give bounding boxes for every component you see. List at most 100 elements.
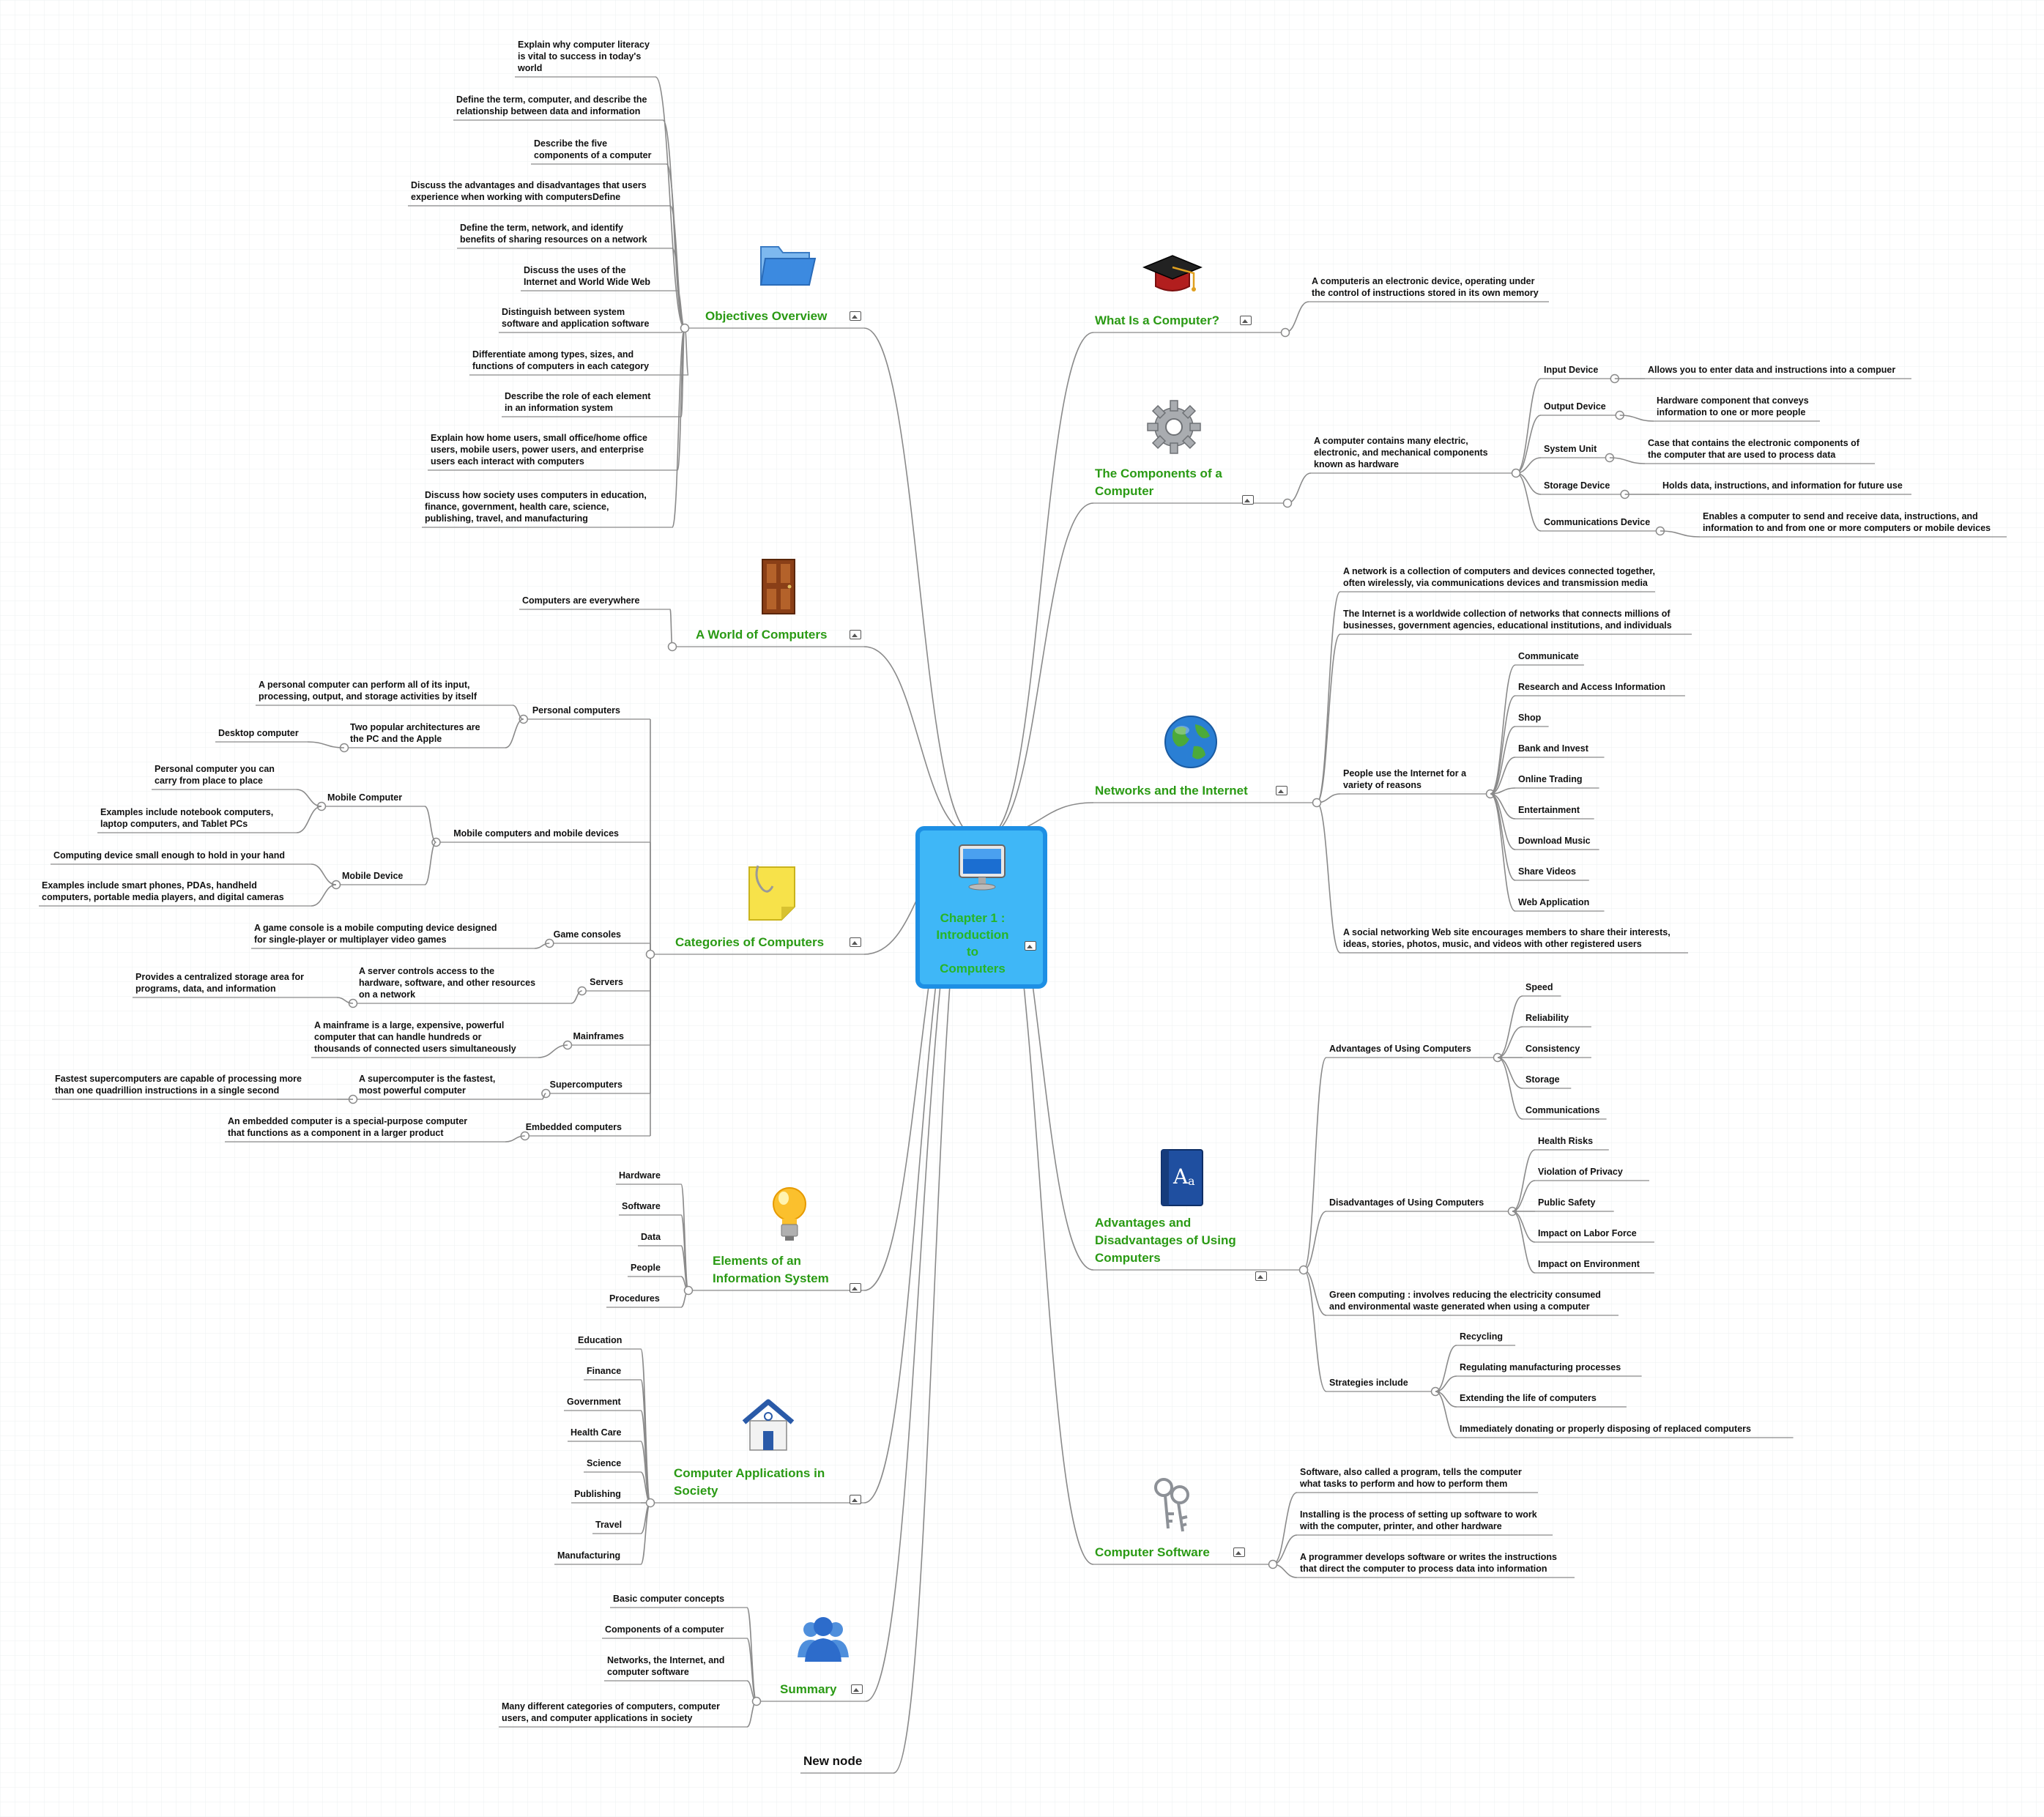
category-detail[interactable]: Mobile Device bbox=[342, 871, 404, 881]
network-item[interactable]: A social networking Web site encourages … bbox=[1343, 927, 1670, 949]
category-detail[interactable]: A personal computer can perform all of i… bbox=[259, 680, 477, 702]
collapse-toggle[interactable] bbox=[1312, 798, 1322, 808]
topic-advantages[interactable]: Advantages and Disadvantages of Using Co… bbox=[1095, 1216, 1236, 1265]
image-attachment-icon[interactable] bbox=[1255, 1271, 1267, 1281]
image-attachment-icon[interactable] bbox=[1233, 1547, 1245, 1557]
branch-leaf[interactable]: Explain why computer literacy is vital t… bbox=[518, 40, 650, 73]
advantage-item[interactable]: Extending the life of computers bbox=[1460, 1393, 1597, 1403]
collapse-toggle[interactable] bbox=[683, 1285, 694, 1296]
advantage-item[interactable]: Storage bbox=[1525, 1074, 1560, 1085]
branch-leaf[interactable]: Many different categories of computers, … bbox=[502, 1701, 720, 1723]
component-description[interactable]: Hardware component that conveys informat… bbox=[1657, 395, 1809, 417]
image-attachment-icon[interactable] bbox=[850, 630, 861, 639]
branch-leaf[interactable]: Components of a computer bbox=[605, 1624, 724, 1635]
branch-leaf[interactable]: Define the term, network, and identify b… bbox=[460, 223, 647, 245]
internet-use[interactable]: Entertainment bbox=[1518, 805, 1580, 815]
internet-use[interactable]: Research and Access Information bbox=[1518, 682, 1665, 692]
category-detail[interactable]: A mainframe is a large, expensive, power… bbox=[314, 1020, 516, 1054]
topic-what[interactable]: What Is a Computer? bbox=[1095, 313, 1220, 327]
advantage-item[interactable]: Impact on Labor Force bbox=[1538, 1228, 1637, 1238]
category-0[interactable]: Personal computers bbox=[532, 705, 620, 716]
branch-leaf[interactable]: Manufacturing bbox=[557, 1550, 621, 1561]
topic-networks[interactable]: Networks and the Internet bbox=[1095, 784, 1248, 798]
advantage-item[interactable]: Consistency bbox=[1525, 1044, 1580, 1054]
internet-use[interactable]: Communicate bbox=[1518, 651, 1579, 661]
branch-leaf[interactable]: Procedures bbox=[609, 1293, 660, 1304]
category-3[interactable]: Servers bbox=[590, 977, 623, 987]
advantage-item[interactable]: Speed bbox=[1525, 982, 1553, 992]
image-attachment-icon[interactable] bbox=[850, 311, 861, 321]
internet-use[interactable]: Online Trading bbox=[1518, 774, 1583, 784]
advantage-item[interactable]: Communications bbox=[1525, 1105, 1600, 1115]
advantage-item[interactable]: Impact on Environment bbox=[1538, 1259, 1640, 1269]
branch-leaf[interactable]: Discuss the advantages and disadvantages… bbox=[411, 180, 647, 202]
category-detail[interactable]: An embedded computer is a special‐purpos… bbox=[228, 1116, 468, 1138]
collapse-toggle[interactable] bbox=[1511, 468, 1521, 478]
advantage-item[interactable]: Immediately donating or properly disposi… bbox=[1460, 1424, 1751, 1434]
branch-leaf[interactable]: Basic computer concepts bbox=[613, 1594, 725, 1604]
network-item[interactable]: The Internet is a worldwide collection o… bbox=[1343, 609, 1672, 631]
advantage-item[interactable]: Health Risks bbox=[1538, 1136, 1594, 1146]
internet-use[interactable]: Bank and Invest bbox=[1518, 743, 1588, 754]
category-detail[interactable]: Mobile Computer bbox=[327, 792, 403, 803]
component-description[interactable]: Case that contains the electronic compon… bbox=[1648, 438, 1859, 460]
category-leaf[interactable]: Provides a centralized storage area for … bbox=[135, 972, 304, 994]
branch-leaf[interactable]: Finance bbox=[587, 1366, 622, 1376]
category-6[interactable]: Embedded computers bbox=[525, 1122, 622, 1132]
internet-use[interactable]: Download Music bbox=[1518, 836, 1591, 846]
image-attachment-icon[interactable] bbox=[850, 1495, 861, 1504]
category-1[interactable]: Mobile computers and mobile devices bbox=[453, 828, 619, 839]
branch-leaf[interactable]: Discuss how society uses computers in ed… bbox=[425, 490, 647, 524]
image-attachment-icon[interactable] bbox=[1242, 495, 1254, 505]
branch-leaf[interactable]: Software bbox=[622, 1201, 661, 1211]
image-attachment-icon[interactable] bbox=[850, 937, 861, 947]
collapse-toggle[interactable] bbox=[1268, 1559, 1278, 1569]
component-description[interactable]: Allows you to enter data and instruction… bbox=[1648, 365, 1896, 375]
collapse-toggle[interactable] bbox=[645, 949, 655, 959]
branch-leaf[interactable]: Installing is the process of setting up … bbox=[1300, 1509, 1537, 1531]
branch-leaf[interactable]: Networks, the Internet, and computer sof… bbox=[607, 1655, 725, 1677]
branch-leaf[interactable]: Science bbox=[587, 1458, 622, 1468]
topic-categories[interactable]: Categories of Computers bbox=[675, 935, 825, 949]
topic-objectives[interactable]: Objectives Overview bbox=[705, 309, 828, 323]
central-topic[interactable]: Chapter 1 : Introduction to Computers bbox=[915, 826, 1047, 989]
topic-components[interactable]: The Components of a Computer bbox=[1095, 467, 1222, 498]
topic-newnode[interactable]: New node bbox=[803, 1754, 863, 1768]
image-attachment-icon[interactable] bbox=[1025, 941, 1036, 951]
branch-leaf[interactable]: A computeris an electronic device, opera… bbox=[1312, 276, 1539, 298]
advantage-item[interactable]: Public Safety bbox=[1538, 1197, 1596, 1208]
internet-use[interactable]: Web Application bbox=[1518, 897, 1590, 907]
internet-use[interactable]: Share Videos bbox=[1518, 866, 1576, 877]
category-detail[interactable]: Two popular architectures are the PC and… bbox=[350, 722, 480, 744]
advantage-item[interactable]: Regulating manufacturing processes bbox=[1460, 1362, 1621, 1372]
advantage-item[interactable]: Violation of Privacy bbox=[1538, 1167, 1623, 1177]
branch-leaf[interactable]: Publishing bbox=[574, 1489, 621, 1499]
branch-leaf[interactable]: Discuss the uses of the Internet and Wor… bbox=[524, 265, 651, 287]
category-leaf[interactable]: Fastest supercomputers are capable of pr… bbox=[55, 1074, 302, 1096]
network-item[interactable]: People use the Internet for a variety of… bbox=[1343, 768, 1467, 790]
topic-summary[interactable]: Summary bbox=[780, 1682, 837, 1696]
branch-leaf[interactable]: Data bbox=[641, 1232, 661, 1242]
category-leaf[interactable]: Examples include smart phones, PDAs, han… bbox=[42, 880, 284, 902]
collapse-toggle[interactable] bbox=[751, 1696, 762, 1706]
topic-software[interactable]: Computer Software bbox=[1095, 1545, 1210, 1559]
advantage-group[interactable]: Green computing : involves reducing the … bbox=[1329, 1290, 1601, 1312]
image-attachment-icon[interactable] bbox=[850, 1283, 861, 1293]
category-leaf[interactable]: Desktop computer bbox=[218, 728, 299, 738]
component-type[interactable]: Input Device bbox=[1544, 365, 1599, 375]
collapse-toggle[interactable] bbox=[667, 642, 677, 652]
advantage-item[interactable]: Reliability bbox=[1525, 1013, 1569, 1023]
component-type[interactable]: Output Device bbox=[1544, 401, 1606, 412]
collapse-toggle[interactable] bbox=[1298, 1265, 1309, 1275]
branch-leaf[interactable]: Health Care bbox=[571, 1427, 622, 1438]
collapse-toggle[interactable] bbox=[1280, 327, 1290, 338]
component-type[interactable]: Storage Device bbox=[1544, 480, 1610, 491]
branch-leaf[interactable]: Computers are everywhere bbox=[522, 595, 640, 606]
branch-leaf[interactable]: Government bbox=[567, 1397, 621, 1407]
category-detail[interactable]: A server controls access to the hardware… bbox=[359, 966, 536, 1000]
advantage-group[interactable]: Advantages of Using Computers bbox=[1329, 1044, 1471, 1054]
branch-leaf[interactable]: Distinguish between system software and … bbox=[502, 307, 650, 329]
branch-leaf[interactable]: Hardware bbox=[619, 1170, 661, 1181]
components-hardware[interactable]: A computer contains many electric, elect… bbox=[1314, 436, 1488, 469]
category-4[interactable]: Mainframes bbox=[573, 1031, 624, 1041]
